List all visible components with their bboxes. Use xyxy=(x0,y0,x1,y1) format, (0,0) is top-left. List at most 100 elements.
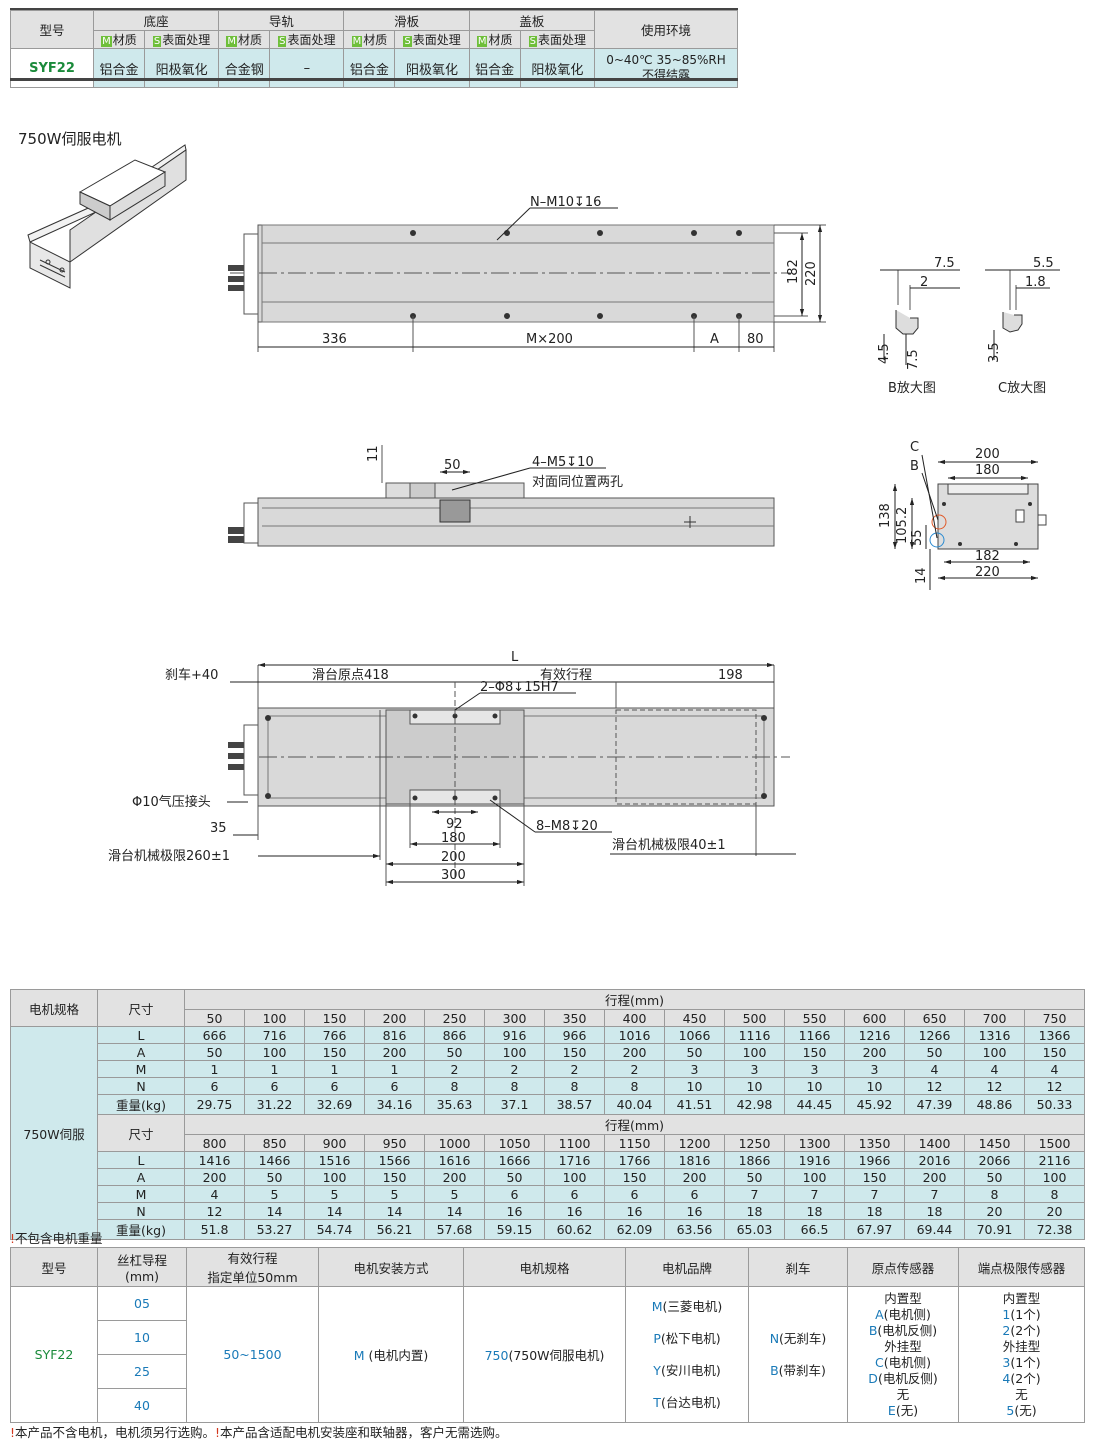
dim-stroke-cell: 1250 xyxy=(724,1134,785,1152)
dim-cell: 1416 xyxy=(184,1151,245,1169)
dim-stroke-cell: 450 xyxy=(664,1009,725,1027)
end-label-c: C xyxy=(910,440,919,455)
spec-header-cover: 盖板 xyxy=(468,10,596,31)
spec-cover-surface: 阳极氧化 xyxy=(519,48,596,88)
dim-cell: 7 xyxy=(724,1185,785,1203)
spec-header-slider: 滑板 xyxy=(343,10,470,31)
side-dim-50: 50 xyxy=(444,458,461,473)
dim-motor: 750W伺服 xyxy=(10,1026,98,1240)
dim-cell: 8 xyxy=(1024,1185,1085,1203)
end-dim-55: 55 xyxy=(910,529,925,546)
order-h-model: 型号 xyxy=(10,1247,98,1287)
order-h-motor: 电机规格 xyxy=(463,1247,626,1287)
m-tag: M xyxy=(101,36,112,47)
dim-cell: 62.09 xyxy=(604,1219,665,1240)
order-stroke-range: 50~1500 xyxy=(186,1286,319,1423)
dim-cell: 5 xyxy=(364,1185,425,1203)
side-note: 对面同位置两孔 xyxy=(532,475,623,490)
spec-header-base: 底座 xyxy=(92,10,220,31)
dim-cell: 50 xyxy=(484,1168,545,1186)
section-title: 750W伺服电机 xyxy=(18,130,122,148)
dim-cell: 14 xyxy=(244,1202,305,1220)
dim-cell: 3 xyxy=(844,1060,905,1078)
dim-cell: 816 xyxy=(364,1026,425,1044)
dim-cell: 40.04 xyxy=(604,1094,665,1115)
dim-cell: 50 xyxy=(424,1043,485,1061)
order-h-mount: 电机安装方式 xyxy=(318,1247,464,1287)
dim-cell: 18 xyxy=(724,1202,785,1220)
top-view: N–M10↧16 182 220 336 M×200 A 80 xyxy=(228,195,826,352)
dim-stroke-cell: 550 xyxy=(784,1009,845,1027)
bottom-m8-label: 8–M8↧20 xyxy=(536,819,598,834)
dim-cell: 100 xyxy=(484,1043,545,1061)
end-dim-182: 182 xyxy=(975,549,1000,564)
dim-cell: 150 xyxy=(784,1043,845,1061)
dim-row-label: M xyxy=(97,1060,185,1078)
dim-cell: 18 xyxy=(844,1202,905,1220)
dim-cell: 1466 xyxy=(244,1151,305,1169)
dim-cell: 34.16 xyxy=(364,1094,425,1115)
dim-cell: 50.33 xyxy=(1024,1094,1085,1115)
dim-cell: 14 xyxy=(364,1202,425,1220)
dim-cell: 1816 xyxy=(664,1151,725,1169)
dim-cell: 6 xyxy=(244,1077,305,1095)
m-tag: M xyxy=(226,36,238,47)
dim-cell: 7 xyxy=(844,1185,905,1203)
dim-row-label: 重量(kg) xyxy=(97,1219,185,1240)
dim-cell: 150 xyxy=(604,1168,665,1186)
dim-cell: 37.1 xyxy=(484,1094,545,1115)
top-dim-182: 182 xyxy=(786,259,801,284)
dim-cell: 54.74 xyxy=(304,1219,365,1240)
dim-cell: 50 xyxy=(724,1168,785,1186)
order-mount: M (电机内置) xyxy=(318,1286,464,1423)
dim-row-label: A xyxy=(97,1043,185,1061)
dim-cell: 1266 xyxy=(904,1026,965,1044)
note-mark-icon: ! xyxy=(10,1231,16,1246)
dim-stroke-cell: 900 xyxy=(304,1134,365,1152)
dim-stroke-cell: 1350 xyxy=(844,1134,905,1152)
dim-cell: 48.86 xyxy=(964,1094,1025,1115)
dim-cell: 60.62 xyxy=(544,1219,605,1240)
dim-cell: 5 xyxy=(304,1185,365,1203)
order-brakes: N(无刹车) B(带刹车) xyxy=(748,1286,848,1423)
dim-cell: 4 xyxy=(964,1060,1025,1078)
dim-cell: 65.03 xyxy=(724,1219,785,1240)
spec-rail-material: 合金钢 xyxy=(218,48,271,88)
dim-cell: 32.69 xyxy=(304,1094,365,1115)
dim-cell: 69.44 xyxy=(904,1219,965,1240)
spec-base-surface: 阳极氧化 xyxy=(143,48,220,88)
drawings: N–M10↧16 182 220 336 M×200 A 80 7.5 2 4.… xyxy=(27,144,1060,886)
top-dim-220: 220 xyxy=(804,261,819,286)
dim-cell: 866 xyxy=(424,1026,485,1044)
dim-stroke-cell: 650 xyxy=(904,1009,965,1027)
order-h-origin: 原点传感器 xyxy=(847,1247,959,1287)
dim-cell: 200 xyxy=(184,1168,245,1186)
dim-stroke-cell: 1150 xyxy=(604,1134,665,1152)
dim-row-label: M xyxy=(97,1185,185,1203)
dim-cell: 18 xyxy=(784,1202,845,1220)
dim-cell: 20 xyxy=(964,1202,1025,1220)
bottom-dim-180: 180 xyxy=(441,831,466,846)
dim-cell: 42.98 xyxy=(724,1094,785,1115)
b-dim-45: 4.5 xyxy=(877,343,892,364)
spec-header-model: 型号 xyxy=(10,10,94,49)
dim-stroke-cell: 150 xyxy=(304,1009,365,1027)
dim-cell: 8 xyxy=(424,1077,485,1095)
dim-stroke-cell: 250 xyxy=(424,1009,485,1027)
bottom-stroke: 有效行程 xyxy=(540,668,592,683)
end-label-b: B xyxy=(910,459,919,474)
dim-stroke-cell: 400 xyxy=(604,1009,665,1027)
dim-cell: 41.51 xyxy=(664,1094,725,1115)
dim-cell: 67.97 xyxy=(844,1219,905,1240)
dim-h-stroke: 行程(mm) xyxy=(184,1114,1085,1135)
dim-cell: 50 xyxy=(664,1043,725,1061)
end-dim-138: 138 xyxy=(878,503,893,528)
order-h-stroke: 有效行程指定单位50mm xyxy=(186,1247,319,1287)
dim-cell: 100 xyxy=(1024,1168,1085,1186)
b-dim-75: 7.5 xyxy=(934,256,955,271)
dim-h-stroke: 行程(mm) xyxy=(184,989,1085,1010)
side-holes-label: 4–M5↧10 xyxy=(532,455,594,470)
dim-cell: 1766 xyxy=(604,1151,665,1169)
